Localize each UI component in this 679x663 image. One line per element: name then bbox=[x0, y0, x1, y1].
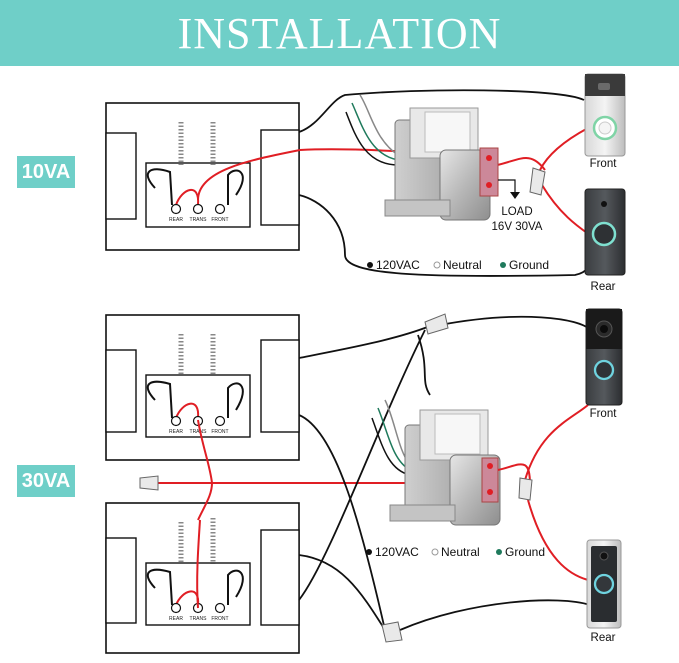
transformer-10va bbox=[345, 94, 499, 221]
doorbell-rear-30va: Rear bbox=[586, 539, 622, 644]
wire-nut-icon bbox=[381, 313, 449, 643]
terminal-label-front: FRONT bbox=[211, 217, 228, 223]
legend-ground: Ground bbox=[509, 258, 549, 272]
title-banner: INSTALLATION bbox=[0, 0, 679, 66]
wire-nut-icon bbox=[518, 477, 533, 501]
terminal-label-trans: TRANS bbox=[190, 217, 208, 223]
badge-10va: 10VA bbox=[17, 156, 75, 188]
doorbell-label-front: Front bbox=[590, 408, 618, 420]
doorbell-front-30va: Front bbox=[585, 308, 623, 420]
doorbell-label-rear: Rear bbox=[591, 632, 616, 644]
terminal-label-rear: REAR bbox=[169, 616, 183, 622]
terminal-label-trans: TRANS bbox=[190, 616, 208, 622]
legend-neutral: Neutral bbox=[443, 258, 482, 272]
legend-10va: 120VAC Neutral Ground bbox=[367, 258, 549, 272]
terminal-label-rear: REAR bbox=[169, 217, 183, 223]
legend-neutral: Neutral bbox=[441, 545, 480, 559]
doorbell-rear-10va: Rear bbox=[584, 188, 626, 293]
terminal-label-rear: REAR bbox=[169, 429, 183, 435]
doorbell-label-rear: Rear bbox=[591, 281, 616, 293]
legend-hot: 120VAC bbox=[375, 545, 419, 559]
legend-hot: 120VAC bbox=[376, 258, 420, 272]
legend-ground: Ground bbox=[505, 545, 545, 559]
chime-box-30va-lower: REAR TRANS FRONT bbox=[105, 502, 300, 654]
doorbell-front-10va: Front bbox=[584, 73, 626, 170]
doorbell-label-front: Front bbox=[590, 158, 618, 170]
chime-box-10va: REAR TRANS FRONT bbox=[105, 102, 301, 251]
wire-nut-icon bbox=[139, 475, 159, 491]
chime-box-30va-upper: REAR TRANS FRONT bbox=[105, 314, 300, 461]
spring-icon bbox=[178, 122, 216, 165]
legend-30va: 120VAC Neutral Ground bbox=[366, 545, 545, 559]
load-label-line2: 16V 30VA bbox=[492, 221, 543, 233]
terminal-label-front: FRONT bbox=[211, 616, 228, 622]
terminal-label-front: FRONT bbox=[211, 429, 228, 435]
wire-nut-icon bbox=[529, 167, 546, 196]
terminal-label-trans: TRANS bbox=[190, 429, 208, 435]
page-title: INSTALLATION bbox=[177, 9, 502, 58]
transformer-30va bbox=[371, 399, 501, 526]
load-label-line1: LOAD bbox=[501, 206, 532, 218]
badge-30va: 30VA bbox=[17, 465, 75, 497]
